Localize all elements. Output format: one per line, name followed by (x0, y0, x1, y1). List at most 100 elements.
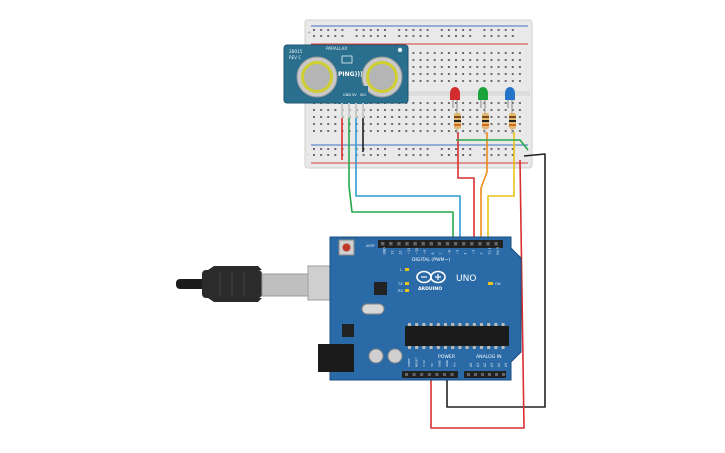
rail-hole (483, 154, 486, 156)
led-red[interactable] (450, 87, 460, 108)
sensor-pin-labels: GND 5V SIG (343, 93, 366, 97)
rail-hole (405, 154, 408, 156)
rail-hole (412, 154, 415, 156)
led-on-indicator (488, 282, 493, 285)
terminal-hole (462, 130, 465, 132)
rail-hole (341, 29, 344, 31)
crystal-oscillator (361, 303, 385, 315)
power-pin-socket[interactable] (427, 373, 431, 376)
terminal-hole (433, 130, 436, 132)
terminal-hole (490, 52, 493, 54)
chip-pin (436, 323, 440, 326)
terminal-hole (447, 109, 450, 111)
rail-hole (440, 148, 443, 150)
resistor-2[interactable] (482, 108, 489, 134)
digital-pin-socket[interactable] (437, 242, 442, 246)
arduino-logo-icon (416, 270, 446, 284)
terminal-hole (440, 102, 443, 104)
terminal-hole (391, 130, 394, 132)
terminal-hole (476, 80, 479, 82)
terminal-hole (440, 116, 443, 118)
analog-pin-label: A0 (469, 363, 473, 367)
terminal-hole (376, 109, 379, 111)
terminal-hole (433, 73, 436, 75)
aref-label: AREF (366, 244, 375, 248)
analog-label: ANALOG IN (476, 354, 502, 360)
terminal-hole (476, 73, 479, 75)
digital-pin-socket[interactable] (405, 242, 409, 246)
digital-pin-socket[interactable] (397, 242, 401, 246)
analog-pin-socket[interactable] (481, 373, 484, 376)
led-green-wire[interactable] (480, 132, 488, 244)
digital-pin-socket[interactable] (486, 242, 490, 246)
rail-hole (405, 29, 408, 31)
led-green[interactable] (478, 87, 488, 108)
power-jack[interactable] (318, 344, 354, 372)
analog-pin-socket[interactable] (467, 373, 470, 376)
digital-pin-socket[interactable] (421, 242, 425, 246)
chip-pin (458, 323, 462, 326)
resistor-3[interactable] (509, 108, 516, 134)
analog-pin-socket[interactable] (488, 373, 491, 376)
terminal-hole (455, 130, 457, 132)
terminal-hole (419, 73, 422, 75)
sensor-mount-hole (397, 47, 403, 53)
digital-pin-socket[interactable] (494, 242, 498, 246)
digital-pin-socket[interactable] (462, 242, 466, 246)
terminal-hole (511, 73, 514, 75)
power-pin-socket[interactable] (450, 373, 454, 376)
power-pin-socket[interactable] (412, 373, 416, 376)
terminal-hole (334, 123, 337, 125)
terminal-hole (433, 109, 436, 111)
rail-hole (334, 29, 337, 31)
power-pin-socket[interactable] (405, 373, 408, 376)
gnd-return-wire[interactable] (446, 153, 546, 408)
digital-pin-socket[interactable] (470, 242, 474, 246)
sensor-sig-wire[interactable] (348, 118, 454, 244)
digital-pin-socket[interactable] (381, 242, 385, 246)
terminal-hole (476, 52, 479, 54)
power-pin-label: 3.3V (422, 359, 426, 367)
led-blue[interactable] (505, 87, 515, 108)
rail-hole (447, 35, 450, 37)
digital-pin-socket[interactable] (413, 242, 417, 246)
regulator-chip (342, 324, 354, 337)
analog-header (464, 371, 506, 378)
terminal-hole (384, 109, 386, 111)
power-pin-socket[interactable] (420, 373, 424, 376)
led-red-wire[interactable] (457, 132, 475, 244)
power-pin-socket[interactable] (443, 373, 446, 376)
led-blue-wire[interactable] (487, 132, 515, 244)
rail-hole (362, 35, 365, 37)
digital-pin-socket[interactable] (453, 242, 458, 246)
digital-pin-socket[interactable] (478, 242, 482, 246)
terminal-hole (447, 102, 450, 104)
power-pin-socket[interactable] (435, 373, 439, 376)
vcc-return-wire[interactable] (430, 159, 525, 429)
rail-hole (440, 154, 443, 156)
terminal-hole (334, 116, 337, 118)
digital-pin-socket[interactable] (429, 242, 433, 246)
ultrasonic-sensor[interactable]: 28015 REV C PARALLAX PING))) GND 5V SIG (283, 44, 409, 118)
led-tx-indicator (405, 282, 409, 285)
usb-cable[interactable] (176, 265, 345, 302)
rail-hole (412, 35, 415, 37)
digital-pin-socket[interactable] (445, 242, 450, 246)
resistor-1[interactable] (454, 108, 461, 134)
analog-pin-socket[interactable] (474, 373, 477, 376)
sensor-5v-wire[interactable] (355, 118, 461, 244)
analog-pin-socket[interactable] (495, 373, 498, 376)
terminal-hole (440, 130, 443, 132)
chip-pin (480, 323, 483, 326)
terminal-hole (497, 102, 500, 104)
terminal-hole (518, 52, 521, 54)
terminal-hole (426, 59, 429, 61)
terminal-hole (462, 52, 465, 54)
rail-gnd-jumper[interactable] (456, 139, 529, 151)
analog-pin-socket[interactable] (502, 373, 505, 376)
digital-pin-socket[interactable] (389, 242, 393, 246)
rail-hole (426, 29, 429, 31)
rail-hole (369, 35, 372, 37)
tx-label: TX (397, 282, 403, 286)
